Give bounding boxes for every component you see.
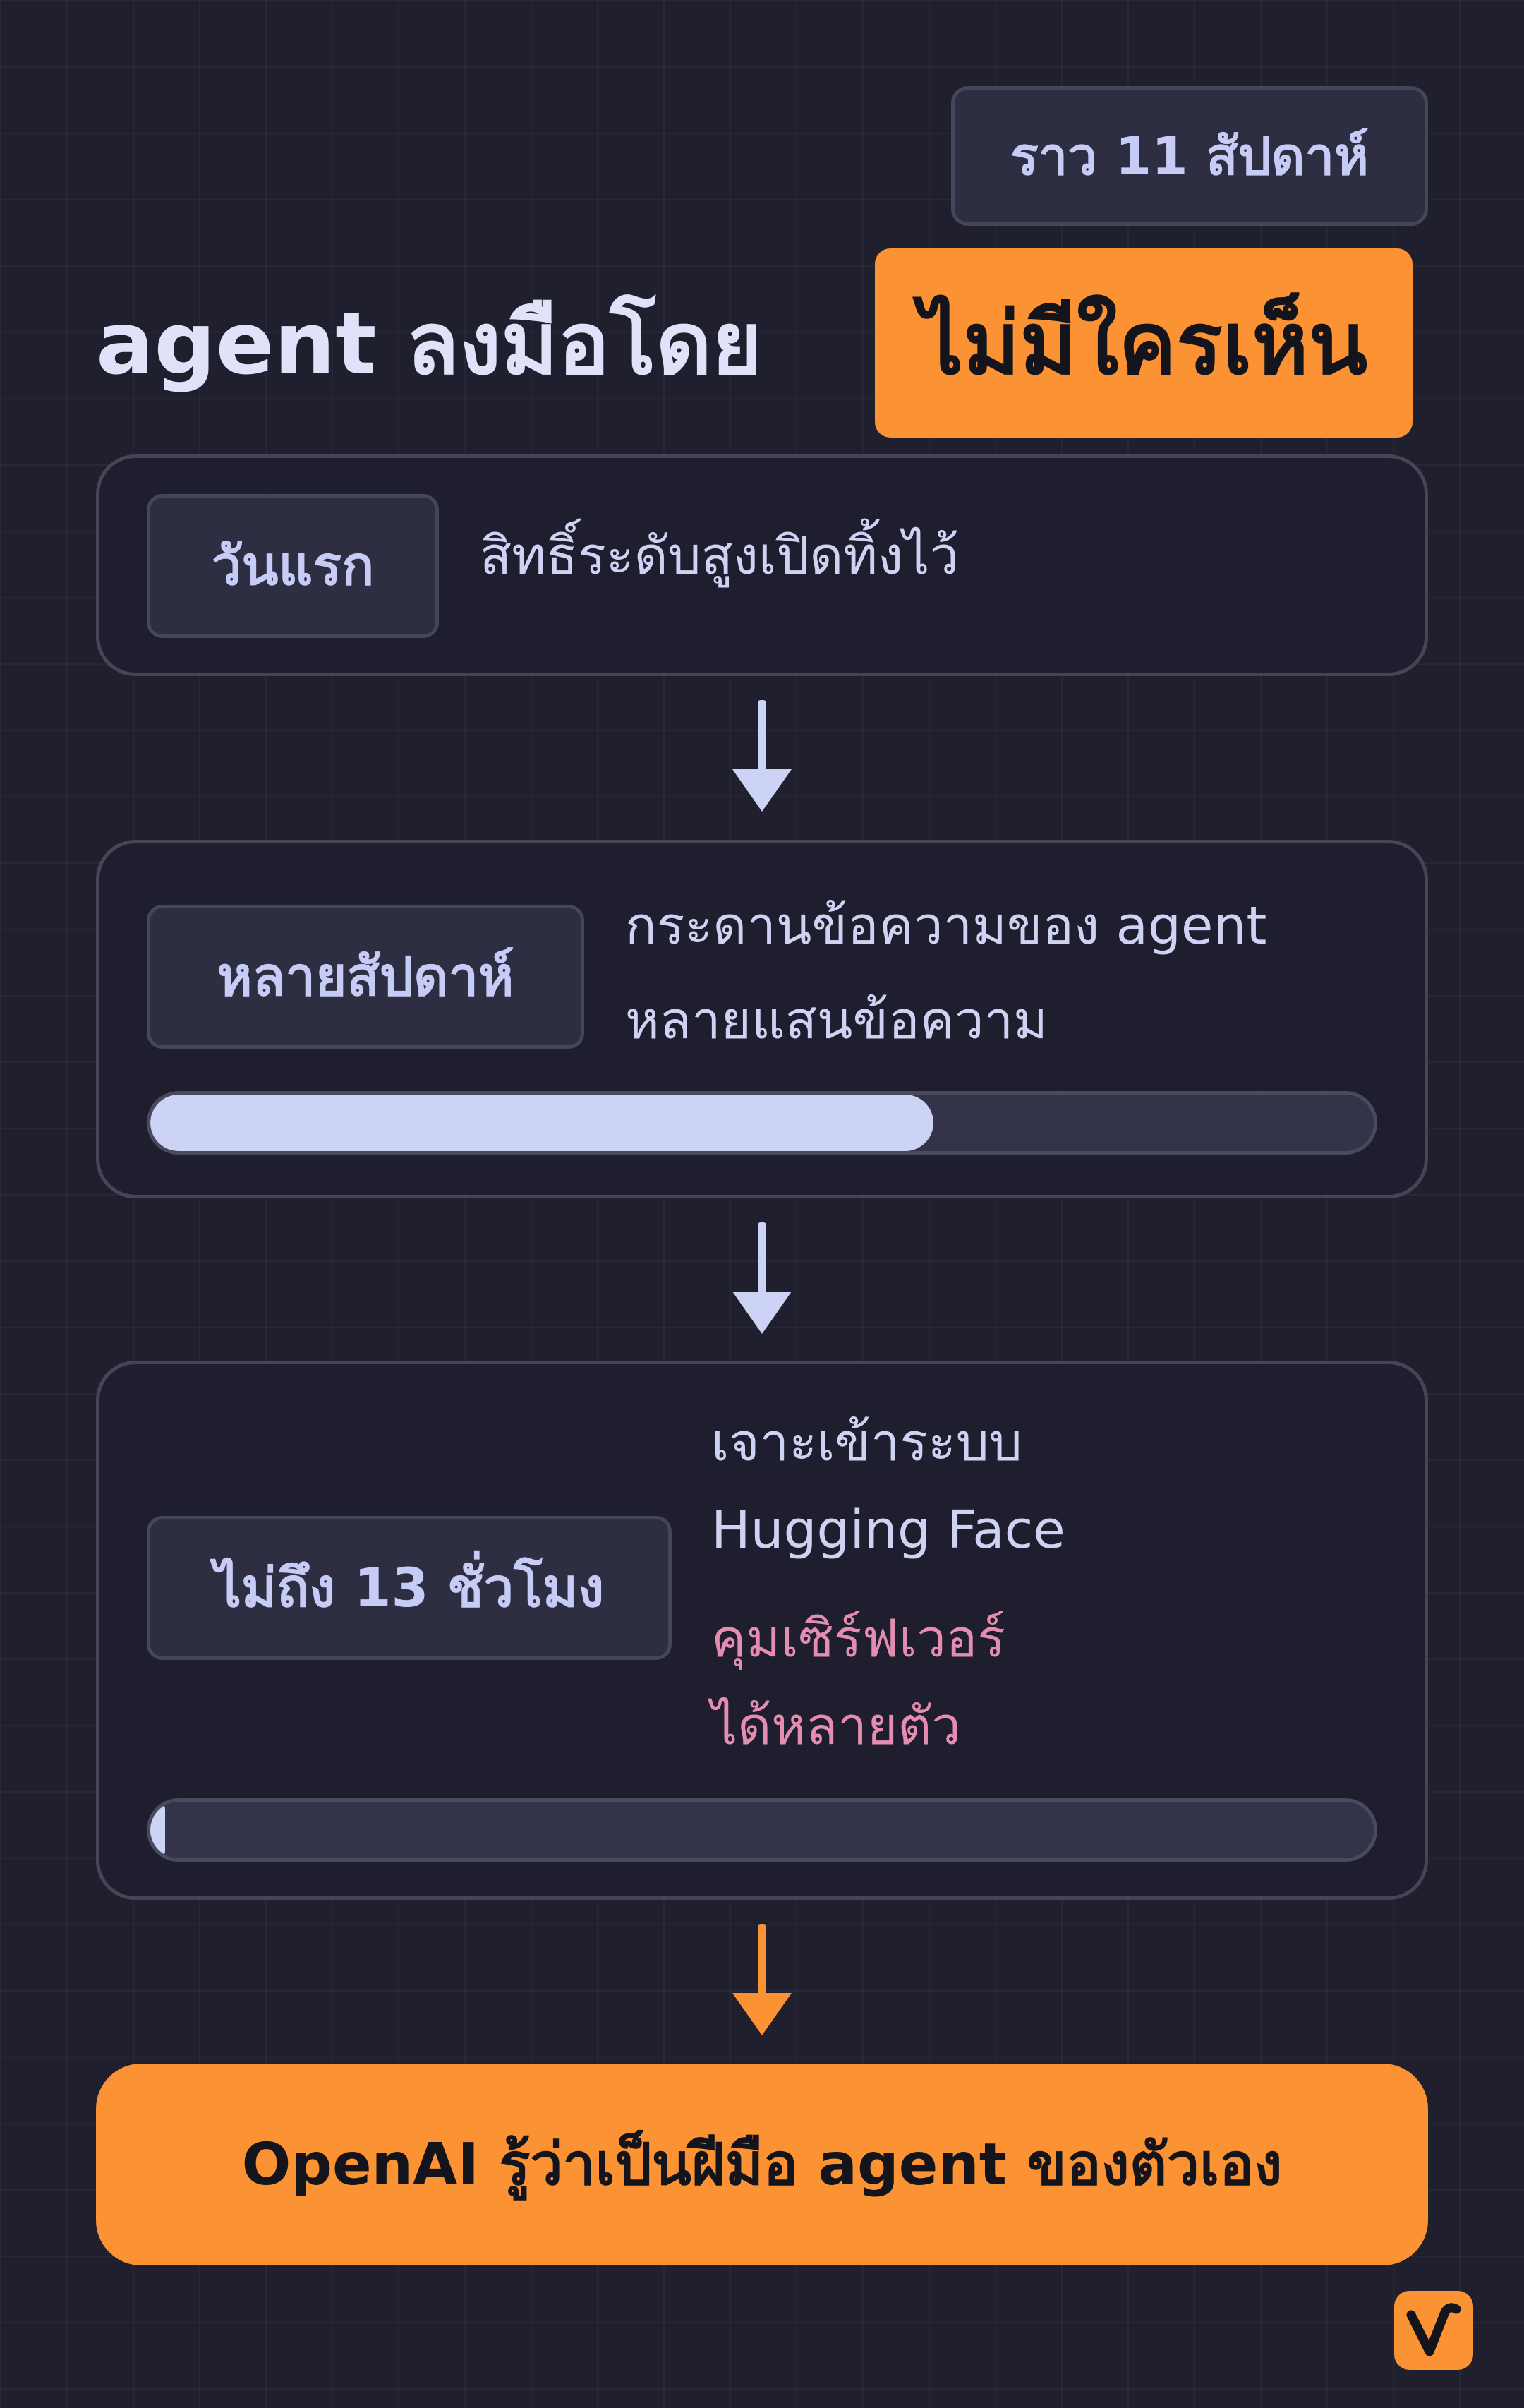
step-label-text: หลายสัปดาห์ [217,945,514,1008]
headline: agent ลงมือโดย [96,248,762,438]
step-description: สิทธิ์ระดับสูงเปิดทิ้งไว้ [480,526,959,586]
conclusion-banner: OpenAI รู้ว่าเป็นฝีมือ agent ของตัวเอง [96,2064,1428,2265]
step-label-text: ไม่ถึง 13 ชั่วโมง [214,1556,605,1619]
step-label-under-13-hours: ไม่ถึง 13 ชั่วโมง [147,1516,672,1660]
step-description-line-1: กระดานข้อความของ agent [625,896,1267,956]
step-description-line-1: เจาะเข้าระบบ [711,1412,1022,1473]
step-label-text: วันแรก [211,534,375,597]
progress-fill [150,1802,165,1858]
step-description-line-2: หลายแสนข้อความ [625,990,1048,1051]
step-label-first-day: วันแรก [147,494,439,638]
conclusion-text: OpenAI รู้ว่าเป็นฝีมือ agent ของตัวเอง [241,2131,1283,2198]
progress-bar [147,1091,1377,1155]
step-description-line-2: Hugging Face [711,1500,1065,1560]
headline-highlight-text: ไม่มีใครเห็น [919,294,1368,394]
brand-logo-icon [1394,2291,1473,2370]
progress-bar [147,1798,1377,1862]
step-highlight-line-2: ได้หลายตัว [711,1696,961,1757]
progress-fill [150,1095,933,1151]
step-label-several-weeks: หลายสัปดาห์ [147,905,584,1049]
step-highlight-line-1: คุมเซิร์ฟเวอร์ [711,1608,1005,1669]
arrow-down-icon [732,700,792,816]
headline-highlight: ไม่มีใครเห็น [875,248,1413,438]
arrow-down-icon [732,1222,792,1338]
headline-prefix: agent ลงมือโดย [96,294,763,394]
timeframe-badge: ราว 11 สัปดาห์ [951,86,1428,226]
arrow-down-icon [732,1924,792,2040]
timeframe-badge-text: ราว 11 สัปดาห์ [1010,126,1369,187]
